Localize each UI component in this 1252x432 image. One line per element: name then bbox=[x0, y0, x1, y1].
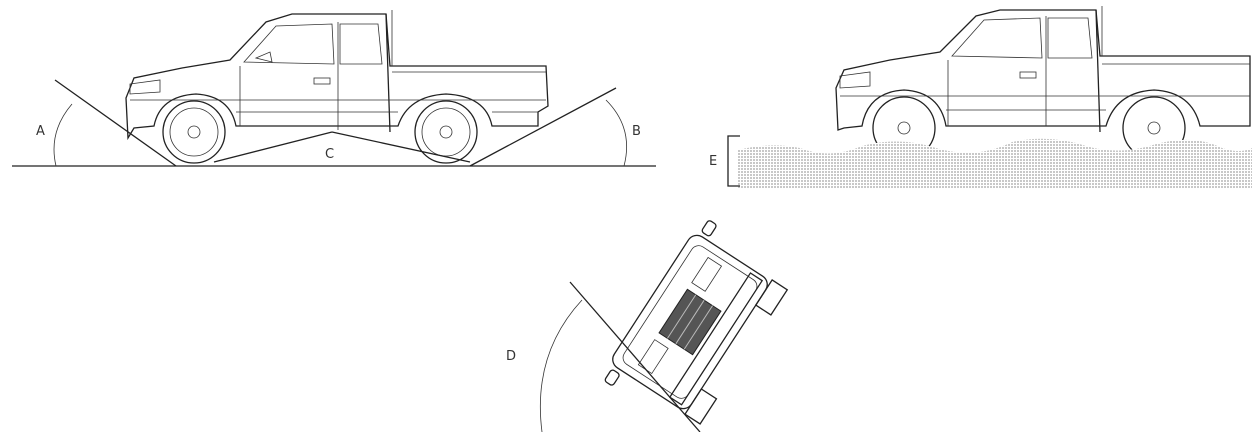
rear-wheel bbox=[414, 100, 478, 164]
label-wading-depth: E bbox=[709, 154, 717, 169]
approach-angle-line bbox=[54, 79, 177, 167]
wading-depth-bracket bbox=[727, 135, 740, 187]
pickup-truck-wading: E bbox=[709, 6, 1252, 188]
breakover-line-rear bbox=[331, 131, 471, 163]
water-surface bbox=[738, 138, 1252, 188]
side-tilt-reference-line bbox=[569, 281, 701, 432]
pickup-truck-side-view: A B C bbox=[12, 10, 656, 167]
side-tilt-angle-arc bbox=[539, 299, 583, 432]
pickup-truck-front-tilted: D bbox=[506, 220, 789, 432]
departure-angle-arc bbox=[605, 99, 627, 167]
label-departure-angle: B bbox=[632, 124, 641, 139]
label-breakover-angle: C bbox=[325, 147, 334, 162]
departure-angle-line bbox=[469, 87, 617, 167]
front-wheel bbox=[162, 100, 226, 164]
label-side-tilt-angle: D bbox=[506, 349, 516, 364]
label-approach-angle: A bbox=[36, 124, 45, 139]
approach-angle-arc bbox=[53, 103, 73, 167]
breakover-line-front bbox=[213, 131, 333, 163]
